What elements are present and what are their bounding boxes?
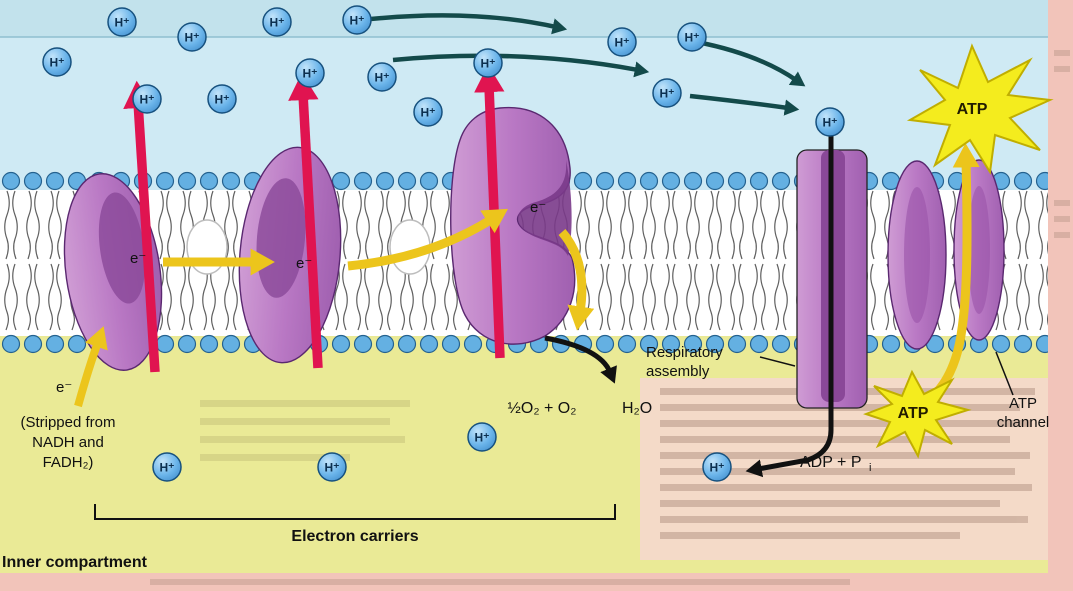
h-ion-label: H⁺ xyxy=(685,31,700,45)
h-ion: H⁺ xyxy=(473,48,503,78)
h-ion-label: H⁺ xyxy=(660,87,675,101)
h-ion: H⁺ xyxy=(107,7,137,37)
electron-label-source: e⁻ xyxy=(56,379,72,396)
h-ion-label: H⁺ xyxy=(325,461,340,475)
h-ion: H⁺ xyxy=(815,107,845,137)
h-ion-label: H⁺ xyxy=(475,431,490,445)
bleed-text-left xyxy=(200,400,410,461)
atp-channel-label-line2: channel xyxy=(997,414,1050,431)
atp-channel-label-line1: ATP xyxy=(1009,395,1037,412)
h-ion-label: H⁺ xyxy=(615,36,630,50)
proton-flow-arrow-3 xyxy=(696,39,806,87)
atp-channel-pointer xyxy=(995,351,1014,396)
h-ion-label: H⁺ xyxy=(215,93,230,107)
proton-flow-arrow-1 xyxy=(361,13,568,35)
h-ion-label: H⁺ xyxy=(350,14,365,28)
respiratory-assembly-label-line1: Respiratory xyxy=(646,344,723,361)
h-ion-label: H⁺ xyxy=(303,67,318,81)
proton-pump-arrow-1 xyxy=(123,80,160,373)
respiratory-assembly-label: Respiratory assembly xyxy=(646,344,796,380)
h-ion-label: H⁺ xyxy=(270,16,285,30)
stripped-note-line3: FADH₂) xyxy=(43,454,94,471)
h-ion: H⁺ xyxy=(413,97,443,127)
proton-pump-arrow-2 xyxy=(288,72,323,369)
atp-label-bottom: ATP xyxy=(898,405,929,422)
electron-arrow-to-oxygen xyxy=(558,229,595,331)
reaction-reactants: ½O₂ + O₂ xyxy=(508,400,577,417)
channel-proton-exit-arrow xyxy=(745,136,834,478)
h-ion-label: H⁺ xyxy=(160,461,175,475)
h-ion-label: H⁺ xyxy=(140,93,155,107)
protein-complex-3 xyxy=(450,106,576,345)
h-ion: H⁺ xyxy=(607,27,637,57)
h-ion: H⁺ xyxy=(42,47,72,77)
electron-carriers-label: Electron carriers xyxy=(291,528,418,545)
atp-channel-label: ATP channel xyxy=(995,351,1050,431)
inner-compartment-label: Inner compartment xyxy=(2,554,148,571)
stripped-note: (Stripped from NADH and FADH₂) xyxy=(20,414,115,471)
electron-label-complex1: e⁻ xyxy=(130,250,146,267)
proton-flow-arrow-4 xyxy=(689,93,800,116)
proton-flow-arrow-2 xyxy=(392,53,650,78)
electron-carriers-bracket: Electron carriers xyxy=(94,504,616,545)
hydrogen-ions: H⁺ H⁺ H⁺ H⁺ H⁺ H⁺ H⁺ H⁺ H⁺ H⁺ H⁺ H⁺ H⁺ H… xyxy=(42,5,845,482)
h-ion: H⁺ xyxy=(207,84,237,114)
h-ion-label: H⁺ xyxy=(185,31,200,45)
h-ion: H⁺ xyxy=(652,78,682,108)
h-ion: H⁺ xyxy=(295,58,325,88)
water-reaction: ½O₂ + O₂ H₂O xyxy=(508,400,653,417)
h-ion-label: H⁺ xyxy=(823,116,838,130)
h-ion: H⁺ xyxy=(317,452,347,482)
oxygen-to-water-arrow xyxy=(544,335,617,384)
h-ion: H⁺ xyxy=(342,5,372,35)
h-ion: H⁺ xyxy=(262,7,292,37)
electron-arrow-in xyxy=(74,326,108,408)
electron-arrow-2-3 xyxy=(347,208,509,271)
reaction-product: H₂O xyxy=(622,400,652,417)
protein-complex-1 xyxy=(63,173,163,371)
electron-label-complex2: e⁻ xyxy=(296,255,312,272)
h-ion-label: H⁺ xyxy=(375,71,390,85)
h-ion: H⁺ xyxy=(702,452,732,482)
atp-burst-bottom: ATP xyxy=(863,369,972,459)
page-text-overlay xyxy=(150,50,1070,585)
electron-label-complex3: e⁻ xyxy=(530,199,546,216)
atp-label-top: ATP xyxy=(957,101,988,118)
h-ion: H⁺ xyxy=(367,62,397,92)
h-ion-label: H⁺ xyxy=(481,57,496,71)
h-ion-label: H⁺ xyxy=(710,461,725,475)
adp-pi-label: ADP + P xyxy=(800,454,862,471)
h-ion: H⁺ xyxy=(177,22,207,52)
proton-flow-arrows xyxy=(361,13,806,116)
h-ion-label: H⁺ xyxy=(115,16,130,30)
respiratory-assembly-pointer xyxy=(759,356,796,367)
h-ion: H⁺ xyxy=(132,84,162,114)
adp-pi-label-group: ADP + P i xyxy=(800,454,871,474)
atp-burst-top: ATP xyxy=(906,43,1054,175)
adp-pi-subscript: i xyxy=(869,462,871,474)
respiratory-assembly-label-line2: assembly xyxy=(646,363,710,380)
h-ion-label: H⁺ xyxy=(421,106,436,120)
stripped-note-line1: (Stripped from xyxy=(20,414,115,431)
h-ion: H⁺ xyxy=(677,22,707,52)
h-ion-label: H⁺ xyxy=(50,56,65,70)
stripped-note-line2: NADH and xyxy=(32,434,104,451)
h-ion: H⁺ xyxy=(467,422,497,452)
h-ion: H⁺ xyxy=(152,452,182,482)
